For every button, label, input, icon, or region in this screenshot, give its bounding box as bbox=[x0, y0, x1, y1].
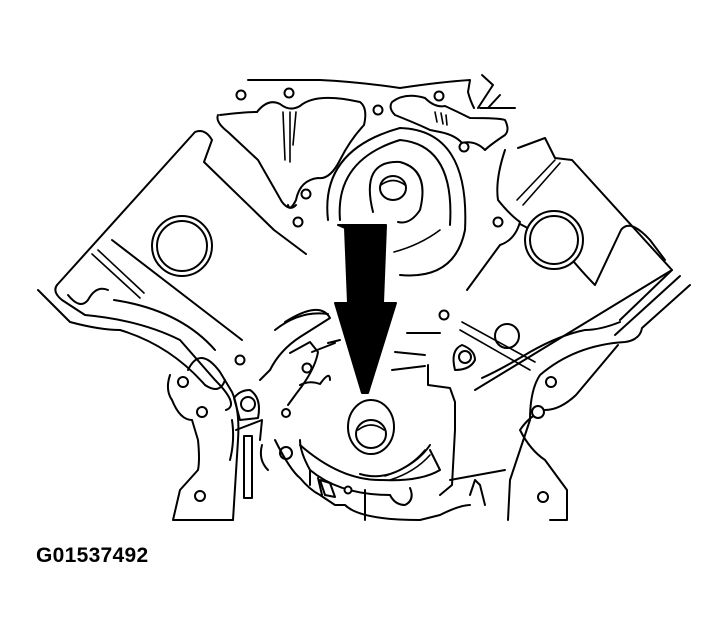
lower-timing-cover bbox=[259, 309, 506, 521]
right-bank-cover bbox=[438, 137, 691, 521]
water-pump-pulley bbox=[326, 127, 467, 277]
callout-arrow-icon bbox=[334, 224, 397, 394]
figure-id-label: G01537492 bbox=[36, 544, 149, 567]
left-bank-cover bbox=[37, 130, 307, 521]
tensioner-bracket bbox=[229, 389, 269, 499]
upper-timing-cover bbox=[216, 74, 516, 228]
crankshaft-front-seal bbox=[347, 399, 395, 455]
